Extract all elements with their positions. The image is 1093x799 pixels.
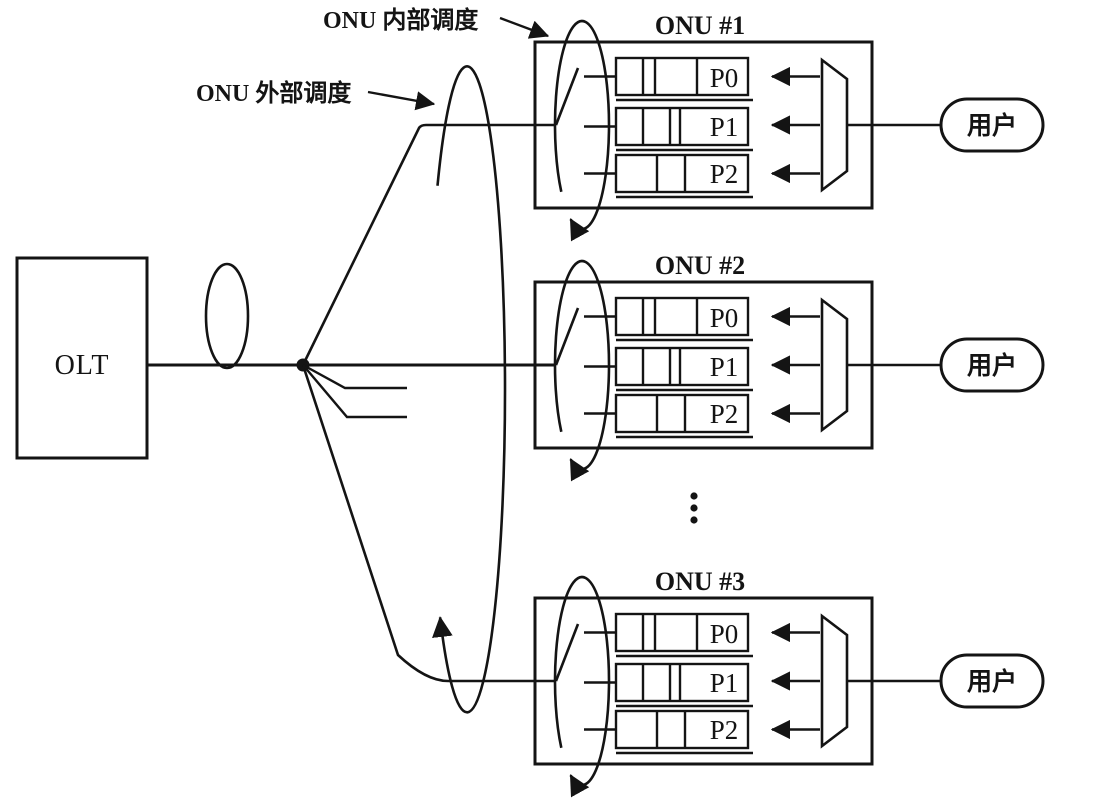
queue-label: P2 — [710, 159, 739, 189]
switch-arm — [554, 623, 580, 682]
internal-scheduling-ellipse — [553, 259, 611, 482]
olt-box — [15, 256, 149, 460]
queue-label: P2 — [710, 715, 739, 745]
ellipsis-dot — [690, 492, 698, 500]
queue-label: P0 — [710, 63, 739, 93]
classifier-trapezoid — [820, 57, 849, 193]
switch-arm — [554, 67, 580, 126]
internal-scheduling-label: ONU 内部调度 — [323, 6, 479, 34]
onu-group-3: ONU #3 P0 P1 P2 用户 — [533, 567, 1045, 798]
user-label: 用户 — [967, 667, 1017, 696]
queue-label: P0 — [710, 303, 739, 333]
queue-box-p0 — [614, 56, 750, 97]
fiber-coil-icon — [204, 262, 250, 370]
splitter-stub-2 — [302, 364, 407, 419]
classifier-trapezoid — [820, 297, 849, 433]
queue-label: P2 — [710, 399, 739, 429]
external-scheduling-label: ONU 外部调度 — [196, 79, 352, 107]
classifier-trapezoid — [820, 613, 849, 749]
queue-box-p2 — [614, 153, 750, 194]
queue-box-p1 — [614, 346, 750, 387]
internal-scheduling-ellipse — [553, 575, 611, 798]
onu-group-1: ONU #1 P0 P1 P2 用户 — [533, 11, 1045, 242]
external-scheduling-pointer-arrow — [367, 90, 436, 111]
internal-scheduling-pointer-arrow — [499, 16, 550, 39]
queue-box-p0 — [614, 296, 750, 337]
olt-label: OLT — [55, 350, 110, 381]
user-node — [939, 97, 1045, 153]
user-label: 用户 — [967, 111, 1017, 140]
splitter-branch-onu1 — [301, 123, 535, 366]
queue-label: P0 — [710, 619, 739, 649]
user-label: 用户 — [967, 351, 1017, 380]
user-node — [939, 337, 1045, 393]
queue-box-p1 — [614, 662, 750, 703]
queue-label: P1 — [710, 668, 739, 698]
queue-label: P1 — [710, 112, 739, 142]
onu-title: ONU #1 — [655, 11, 745, 40]
ellipsis-dot — [690, 504, 698, 512]
external-scheduling-loop — [432, 65, 507, 714]
queue-box-p2 — [614, 709, 750, 750]
queue-label: P1 — [710, 352, 739, 382]
splitter-branch-onu3 — [301, 364, 535, 683]
onu-title: ONU #2 — [655, 251, 745, 280]
queue-box-p1 — [614, 106, 750, 147]
more-onus-ellipsis — [690, 492, 698, 524]
queue-box-p2 — [614, 393, 750, 434]
onu-title: ONU #3 — [655, 567, 745, 596]
onu-group-2: ONU #2 P0 P1 P2 用户 — [533, 251, 1045, 482]
switch-arm — [554, 307, 580, 366]
splitter-stub-1 — [302, 363, 407, 390]
ellipsis-dot — [690, 516, 698, 524]
internal-scheduling-ellipse — [553, 19, 611, 242]
queue-box-p0 — [614, 612, 750, 653]
user-node — [939, 653, 1045, 709]
